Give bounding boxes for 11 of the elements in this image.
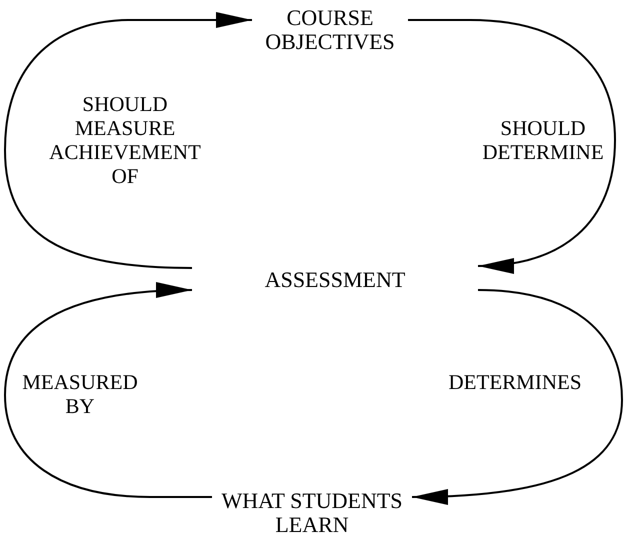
curved-arrow (412, 289, 623, 504)
edge-label: SHOULD MEASURE ACHIEVEMENT OF (48, 92, 202, 189)
curved-arrow (408, 19, 616, 272)
edge-label: MEASURED BY (21, 370, 139, 418)
edge-label: SHOULD DETERMINE (481, 116, 605, 164)
node-label: ASSESSMENT (264, 268, 406, 292)
curved-arrow (4, 282, 212, 498)
curved-arrow (4, 12, 252, 269)
edge-label: DETERMINES (448, 370, 582, 394)
node-label: COURSE OBJECTIVES (264, 6, 396, 54)
node-label: WHAT STUDENTS LEARN (220, 488, 404, 538)
